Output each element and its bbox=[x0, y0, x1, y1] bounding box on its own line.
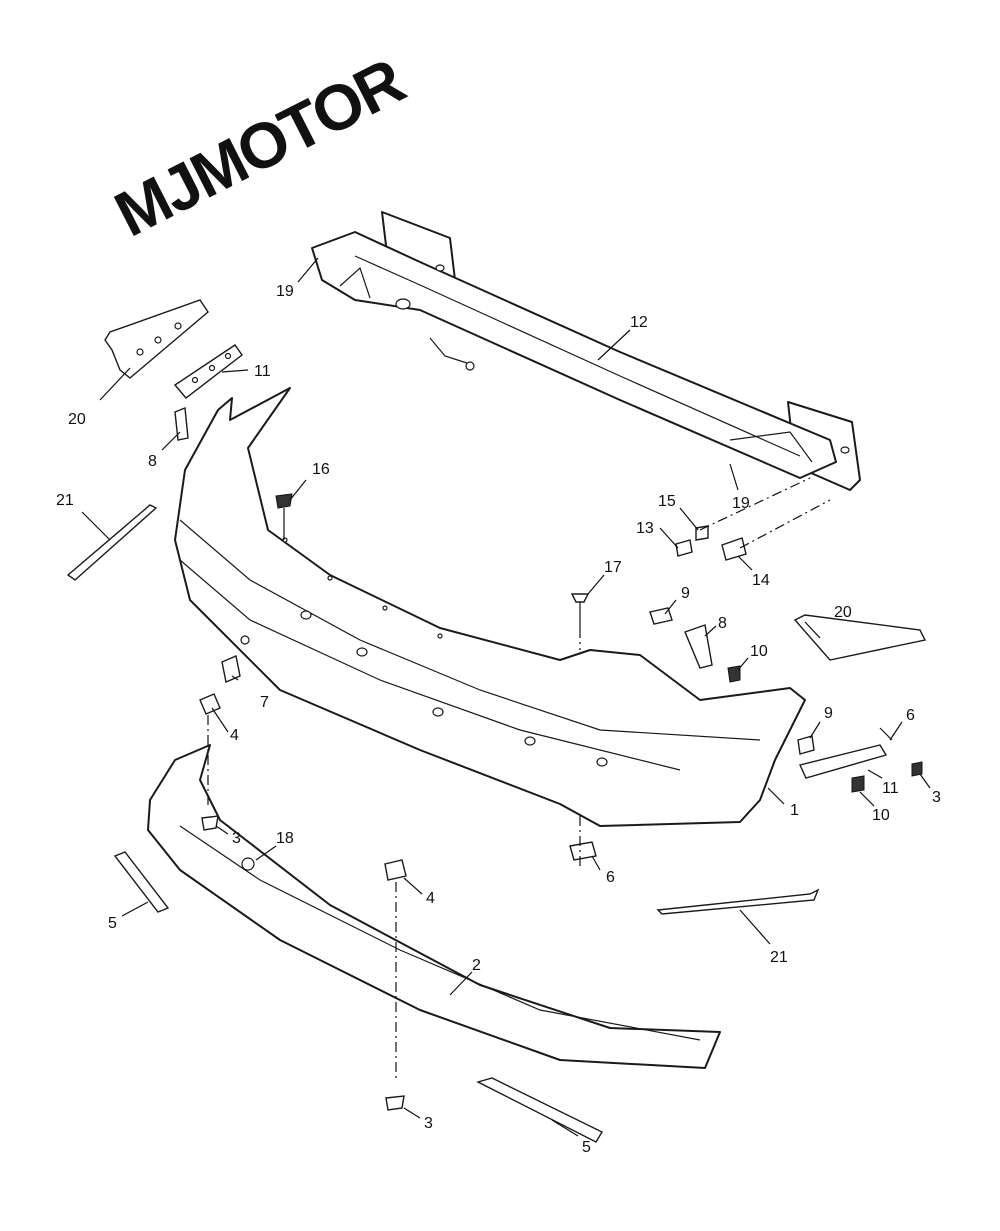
callout-10: 10 bbox=[750, 643, 768, 660]
right-hardware bbox=[649, 607, 927, 793]
callout-9: 9 bbox=[824, 705, 833, 722]
clip-16 bbox=[275, 493, 293, 540]
callout-4: 4 bbox=[426, 890, 435, 907]
callout-21: 21 bbox=[56, 492, 74, 509]
callout-8: 8 bbox=[718, 615, 727, 632]
beam-bolts bbox=[675, 477, 831, 561]
reflector-left bbox=[113, 851, 170, 913]
callout-5: 5 bbox=[108, 915, 117, 932]
callout-3: 3 bbox=[232, 830, 241, 847]
callout-labels: 1 2 3 3 3 4 4 5 5 6 6 7 8 8 9 9 10 10 11… bbox=[56, 283, 941, 1156]
callout-10: 10 bbox=[872, 807, 890, 824]
callout-3: 3 bbox=[424, 1115, 433, 1132]
callout-11: 11 bbox=[882, 780, 899, 797]
callout-12: 12 bbox=[630, 314, 648, 331]
lower-valance bbox=[147, 744, 721, 1069]
callout-19: 19 bbox=[732, 495, 750, 512]
spacer-left bbox=[174, 407, 189, 441]
reflector-strip-right bbox=[656, 888, 820, 915]
callout-7: 7 bbox=[260, 694, 269, 711]
callout-6: 6 bbox=[906, 707, 915, 724]
reflector-right bbox=[476, 1077, 603, 1143]
callout-8: 8 bbox=[148, 453, 157, 470]
callout-5: 5 bbox=[582, 1139, 591, 1156]
clips-and-screws bbox=[199, 693, 407, 1111]
callout-4: 4 bbox=[230, 727, 239, 744]
callout-16: 16 bbox=[312, 461, 330, 478]
callout-17: 17 bbox=[604, 559, 622, 576]
callout-1: 1 bbox=[790, 802, 799, 819]
callout-13: 13 bbox=[636, 520, 654, 537]
callout-6: 6 bbox=[606, 869, 615, 886]
bumper-cover bbox=[174, 387, 806, 827]
callout-11: 11 bbox=[254, 363, 271, 380]
clip-6 bbox=[569, 816, 597, 870]
callout-18: 18 bbox=[276, 830, 294, 847]
callout-leaders bbox=[81, 257, 931, 1137]
bracket-left-upper bbox=[104, 299, 209, 379]
callout-20: 20 bbox=[834, 604, 852, 621]
reinforcement-beam bbox=[311, 211, 861, 491]
watermark-logo: MJMOTOR bbox=[104, 44, 415, 250]
screw-17 bbox=[570, 593, 590, 650]
callout-19: 19 bbox=[276, 283, 294, 300]
callout-15: 15 bbox=[658, 493, 676, 510]
callout-21: 21 bbox=[770, 949, 788, 966]
callout-9: 9 bbox=[681, 585, 690, 602]
callout-20: 20 bbox=[68, 411, 86, 428]
callout-3: 3 bbox=[932, 789, 941, 806]
tow-cover bbox=[221, 655, 241, 683]
reflector-strip-left bbox=[66, 504, 158, 581]
callout-14: 14 bbox=[752, 572, 770, 589]
bracket-left-lower bbox=[173, 344, 243, 399]
callout-2: 2 bbox=[472, 957, 481, 974]
